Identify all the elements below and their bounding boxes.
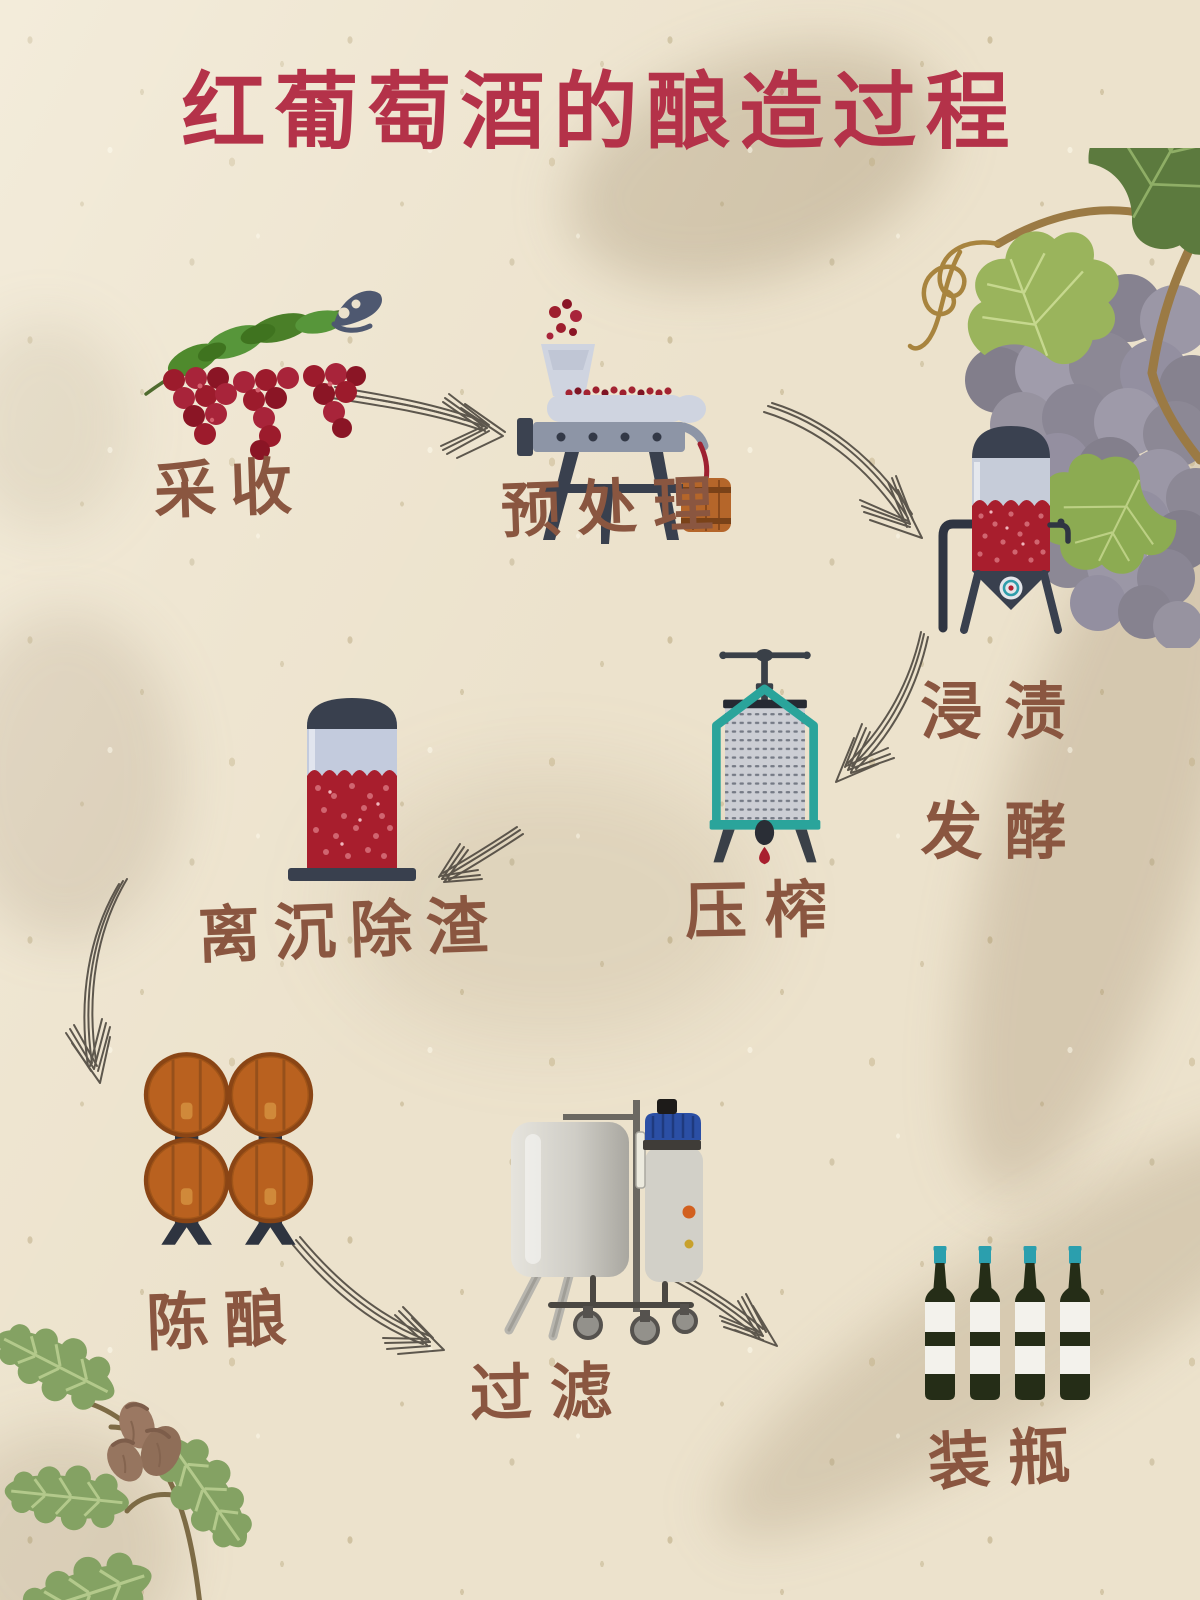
grapevine-decoration — [907, 148, 1200, 648]
vine-tendril-icon — [907, 240, 1001, 351]
oak-leaf-icon — [0, 1304, 131, 1427]
grape-splash — [546, 299, 582, 340]
must-berries — [313, 783, 393, 859]
wine-bottles-icon — [925, 1246, 1090, 1400]
berries-in-trough — [565, 386, 672, 397]
step-label-filtration: 过滤 — [469, 1354, 631, 1431]
step-label-aging: 陈酿 — [145, 1281, 304, 1360]
settling-tank-icon — [288, 698, 416, 881]
step-label-bottling: 装瓶 — [926, 1417, 1090, 1500]
grape-leaf-icon — [1040, 453, 1177, 574]
machine-legs — [541, 452, 683, 544]
vine-branch — [1147, 239, 1200, 465]
step-label-maceration-fermentation: 浸渍 发酵 — [920, 675, 1089, 868]
wheels — [573, 1304, 698, 1345]
oak-leaf-icon — [5, 1537, 164, 1600]
grapes-and-pruning-shears-icon — [144, 290, 382, 460]
flow-arrow-pressing-to-settling — [438, 826, 524, 883]
grape-bunch — [163, 363, 366, 460]
pruning-shears-icon — [331, 290, 382, 333]
must-berries — [977, 510, 1046, 563]
oak-barrels-icon — [142, 1050, 315, 1245]
wine-drop — [759, 846, 770, 865]
step-label-settling: 离沉除渣 — [196, 888, 504, 973]
wine-bottle — [970, 1246, 1000, 1400]
grape-leaf-icon — [1088, 148, 1200, 255]
step-label-harvest: 采收 — [152, 449, 308, 528]
page-title: 红葡萄酒的酿造过程 — [181, 63, 1019, 161]
wine-bottle — [1060, 1246, 1090, 1400]
oak-barrel — [226, 1050, 315, 1140]
basket-press-icon — [709, 649, 821, 865]
leaf-shadow — [0, 610, 180, 940]
oak-barrel — [142, 1136, 231, 1225]
leaf-shadow — [340, 770, 760, 1040]
oak-barrel — [142, 1050, 231, 1140]
acorn-icon — [107, 1401, 182, 1482]
step-label-pretreatment: 预处理 — [499, 469, 731, 547]
leaf-shadow — [0, 320, 130, 530]
oak-branch-decoration — [0, 1304, 273, 1600]
flow-arrow-fermentation-to-pressing — [835, 631, 929, 783]
wine-bottle — [1015, 1246, 1045, 1400]
filter-machine-icon — [504, 1099, 703, 1345]
crusher-destemmer-icon — [517, 299, 731, 544]
flow-arrow-pretreatment-to-fermentation — [763, 402, 923, 539]
grape-leaf-icon — [967, 231, 1119, 365]
flow-arrow-aging-to-filtration — [292, 1236, 445, 1355]
press-legs — [713, 829, 817, 863]
oak-barrel — [226, 1136, 315, 1225]
fermentation-tank-icon — [938, 426, 1071, 634]
small-barrel — [681, 478, 731, 532]
flow-arrow-settling-to-aging — [65, 878, 128, 1084]
wine-bottle — [925, 1246, 955, 1400]
step-label-pressing: 压榨 — [684, 872, 846, 949]
